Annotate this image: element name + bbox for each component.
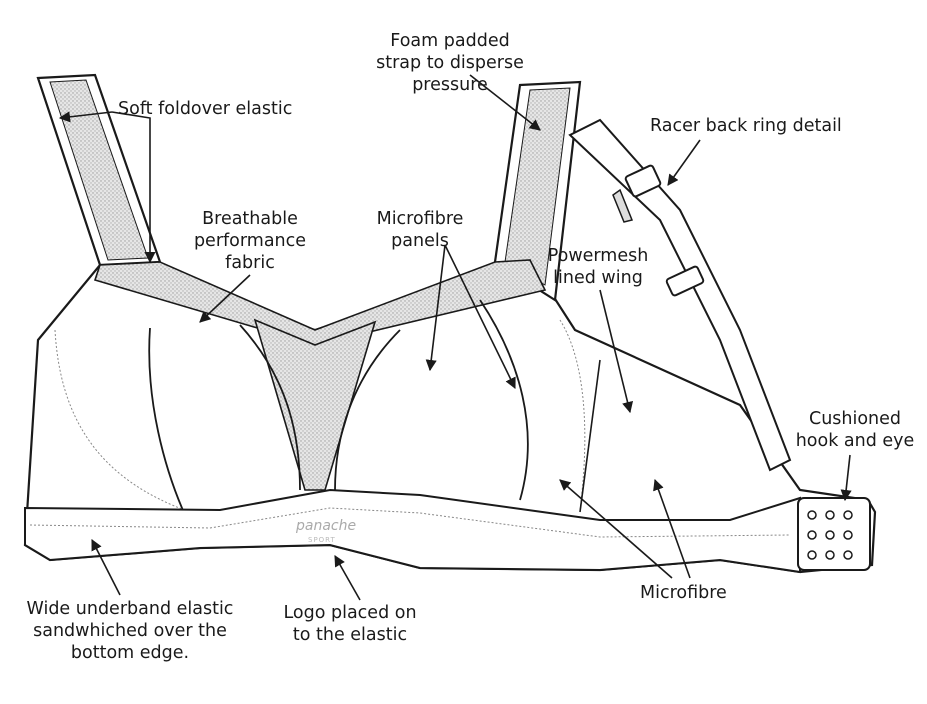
label-breathable: Breathable performance fabric [180,208,320,274]
label-foam-strap: Foam padded strap to disperse pressure [360,30,540,96]
label-foam-strap-line3: pressure [412,75,488,95]
label-underband: Wide underband elastic sandwhiched over … [15,598,245,664]
label-breathable-line1: Breathable [202,209,298,229]
label-foam-strap-line2: strap to disperse [376,53,524,73]
label-powermesh-line1: Powermesh [547,246,649,266]
label-soft-foldover: Soft foldover elastic [118,99,293,119]
label-powermesh-line2: lined wing [553,268,643,288]
label-logo-placed-line1: Logo placed on [283,603,417,623]
racer-back-ring [612,164,662,223]
strap-slider [665,265,705,297]
label-cushioned-line2: hook and eye [795,431,915,451]
label-underband-line1: Wide underband elastic [26,599,234,619]
label-underband-line3: bottom edge. [70,643,190,663]
breathable-band [93,259,547,346]
label-microfibre-panels: Microfibre panels [360,208,480,252]
label-underband-line2: sandwhiched over the [33,621,227,641]
label-microfibre-panels-line1: Microfibre [376,209,464,229]
logo-text: panache [295,518,356,534]
underband [24,488,801,574]
label-microfibre-panels-line2: panels [391,231,449,251]
label-powermesh: Powermesh lined wing [538,245,658,289]
label-cushioned-line1: Cushioned [808,409,902,429]
label-foam-strap-line1: Foam padded [390,31,510,51]
label-cushioned: Cushioned hook and eye [795,408,915,452]
logo-subtext: SPORT [308,536,336,544]
label-racer-back: Racer back ring detail [650,116,842,136]
label-logo-placed-line2: to the elastic [292,625,408,645]
label-breathable-line3: fabric [225,253,275,273]
hook-and-eye [797,497,871,571]
label-logo-placed: Logo placed on to the elastic [270,602,430,646]
label-breathable-line2: performance [193,231,307,251]
racer-back-strap [568,118,792,472]
callout-arrows [58,74,852,601]
label-microfibre: Microfibre [640,583,727,603]
